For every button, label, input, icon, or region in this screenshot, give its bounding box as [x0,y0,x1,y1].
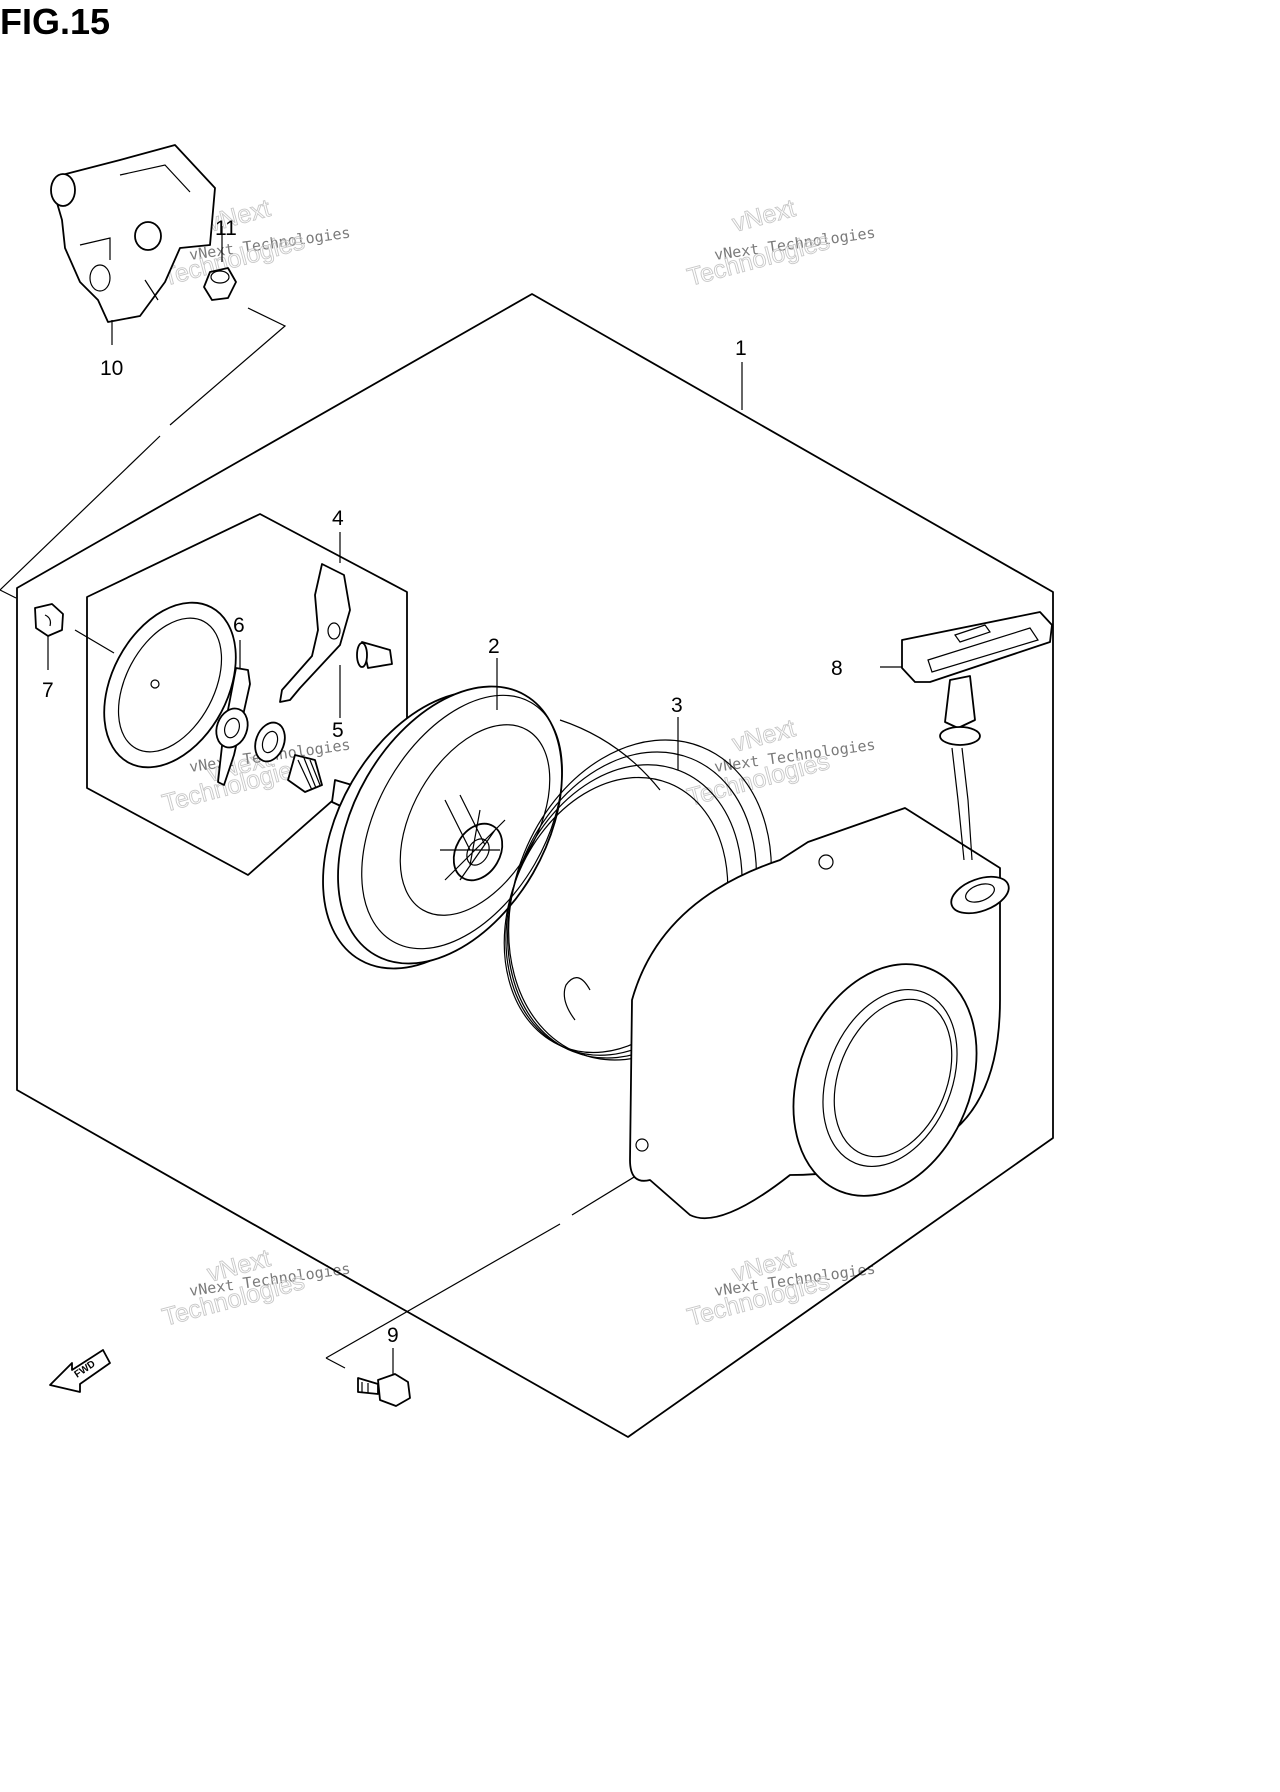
part-4-ratchet-pawl [279,532,351,703]
assembly-box-outline [16,293,1054,1438]
callout-10: 10 [100,357,123,380]
part-7-bolt [34,603,64,670]
callout-3: 3 [671,694,683,717]
sub-assembly-box-outline [86,513,408,876]
part-6-friction-plate [215,640,251,786]
fwd-direction-arrow: FWD [49,1349,111,1393]
recoil-case [629,807,1010,1220]
part-5-pin [339,641,393,718]
callout-9: 9 [387,1324,399,1347]
watermark-mid-right: vNext vNext Technologies Technologies [684,714,877,812]
callout-4: 4 [332,507,344,530]
watermark-top-right: vNext vNext Technologies Technologies [684,194,877,292]
part-2-reel [322,658,661,970]
callout-1: 1 [735,337,747,360]
svg-text:vNext: vNext [729,194,798,238]
part-9-bolt [357,1348,411,1407]
part-10-ratchet-cup [50,144,216,345]
callout-8: 8 [831,657,843,680]
connection-line-10-to-7 [0,307,287,599]
friction-disc [103,601,237,769]
callout-5: 5 [332,719,344,742]
callout-7: 7 [42,679,54,702]
callout-6: 6 [233,614,245,637]
part-8-starter-handle [880,611,1053,861]
part-11-nut [203,226,237,301]
callout-2: 2 [488,635,500,658]
callout-11: 11 [215,217,237,240]
watermark-bottom-left: vNext vNext Technologies Technologies [159,1244,352,1332]
watermark-bottom-right: vNext vNext Technologies Technologies [684,1244,877,1332]
figure-title: FIG.15 [0,1,110,42]
connection-line-7 [74,629,115,654]
svg-text:Technologies: Technologies [684,227,832,292]
connection-line-to-9 [325,1159,663,1369]
